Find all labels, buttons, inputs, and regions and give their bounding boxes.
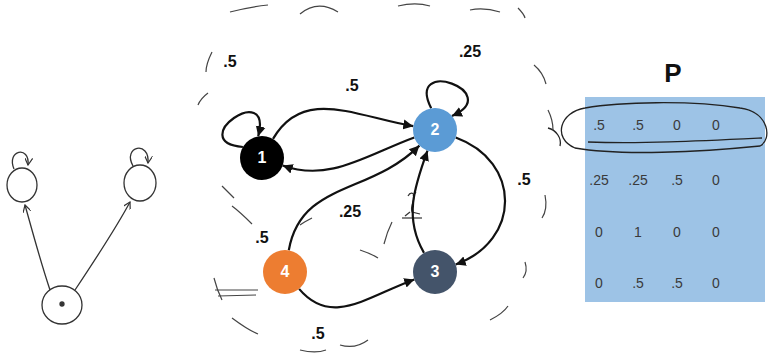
ink-underline bbox=[588, 138, 762, 143]
matrix-cell: .5 bbox=[671, 173, 683, 187]
sketch-graph bbox=[7, 148, 156, 324]
probability-label: .5 bbox=[253, 229, 270, 247]
probability-label: .5 bbox=[515, 171, 532, 189]
matrix-cell: .25 bbox=[628, 173, 647, 187]
matrix-cell: 0 bbox=[712, 225, 720, 239]
sketch-dashes bbox=[198, 4, 553, 352]
matrix-cell: .5 bbox=[632, 118, 644, 132]
state-number: 3 bbox=[431, 264, 440, 280]
ink-circle bbox=[561, 103, 766, 153]
transition-arrow bbox=[289, 146, 420, 251]
matrix-cell: 0 bbox=[673, 225, 681, 239]
probability-label: .5 bbox=[343, 77, 360, 95]
transition-arrow bbox=[456, 138, 505, 265]
transition-arrow bbox=[273, 109, 413, 139]
matrix-panel bbox=[585, 97, 765, 302]
matrix-cell: 0 bbox=[673, 118, 681, 132]
matrix-cell: 0 bbox=[712, 118, 720, 132]
state-circle: 4 bbox=[263, 250, 307, 294]
matrix-cell: 0 bbox=[595, 225, 603, 239]
state-circle: 2 bbox=[413, 108, 457, 152]
state-number: 2 bbox=[431, 122, 440, 138]
matrix-cell: .5 bbox=[671, 276, 683, 290]
matrix-cell: 0 bbox=[712, 276, 720, 290]
matrix-cell: .5 bbox=[593, 118, 605, 132]
transition-arrow bbox=[299, 280, 414, 308]
state-number: 4 bbox=[281, 264, 290, 280]
probability-label: .25 bbox=[337, 203, 363, 221]
transition-arrow bbox=[413, 151, 428, 253]
probability-label: .5 bbox=[221, 53, 238, 71]
matrix-cell: .5 bbox=[632, 276, 644, 290]
state-circle: 1 bbox=[240, 136, 284, 180]
matrix-cell: .25 bbox=[589, 173, 608, 187]
probability-label: .5 bbox=[309, 325, 326, 343]
state-circle: 3 bbox=[413, 250, 457, 294]
matrix-title: P bbox=[664, 60, 681, 86]
matrix-cell: 0 bbox=[712, 173, 720, 187]
probability-label: .25 bbox=[457, 43, 483, 61]
matrix-cell: 0 bbox=[595, 276, 603, 290]
state-number: 1 bbox=[258, 150, 267, 166]
matrix-cell: 1 bbox=[634, 225, 642, 239]
ink-tick bbox=[548, 128, 560, 146]
